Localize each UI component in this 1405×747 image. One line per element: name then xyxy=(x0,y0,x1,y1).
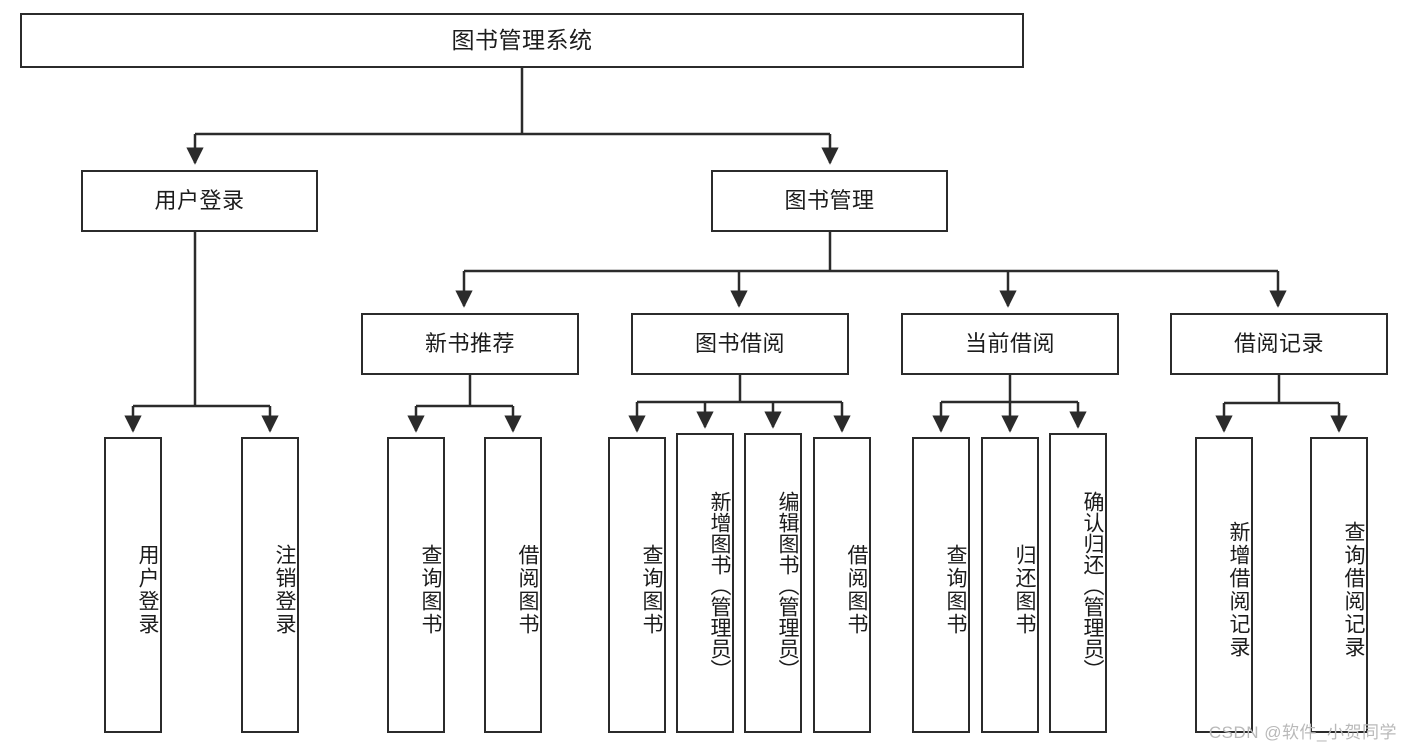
leaf-current-borrow-2[interactable]: 归还图书 xyxy=(981,437,1039,733)
leaf-book-borrow-3[interactable]: 编辑图书（管理员） xyxy=(744,433,802,733)
leaf-new-book-2[interactable]: 借阅图书 xyxy=(484,437,542,733)
node-current-borrow[interactable]: 当前借阅 xyxy=(901,313,1119,375)
leaf-user-login-1[interactable]: 用户登录 xyxy=(104,437,162,733)
node-user-login[interactable]: 用户登录 xyxy=(81,170,318,232)
leaf-current-borrow-1[interactable]: 查询图书 xyxy=(912,437,970,733)
leaf-current-borrow-3[interactable]: 确认归还（管理员） xyxy=(1049,433,1107,733)
leaf-user-login-2[interactable]: 注销登录 xyxy=(241,437,299,733)
leaf-book-borrow-1[interactable]: 查询图书 xyxy=(608,437,666,733)
node-book-management[interactable]: 图书管理 xyxy=(711,170,948,232)
node-root[interactable]: 图书管理系统 xyxy=(20,13,1024,68)
watermark: CSDN @软件_小贺同学 xyxy=(1208,723,1397,742)
leaf-book-borrow-2[interactable]: 新增图书（管理员） xyxy=(676,433,734,733)
node-new-book-recommend[interactable]: 新书推荐 xyxy=(361,313,579,375)
leaf-book-borrow-4[interactable]: 借阅图书 xyxy=(813,437,871,733)
leaf-new-book-1[interactable]: 查询图书 xyxy=(387,437,445,733)
leaf-borrow-record-2[interactable]: 查询借阅记录 xyxy=(1310,437,1368,733)
node-book-borrow[interactable]: 图书借阅 xyxy=(631,313,849,375)
leaf-borrow-record-1[interactable]: 新增借阅记录 xyxy=(1195,437,1253,733)
node-borrow-record[interactable]: 借阅记录 xyxy=(1170,313,1388,375)
